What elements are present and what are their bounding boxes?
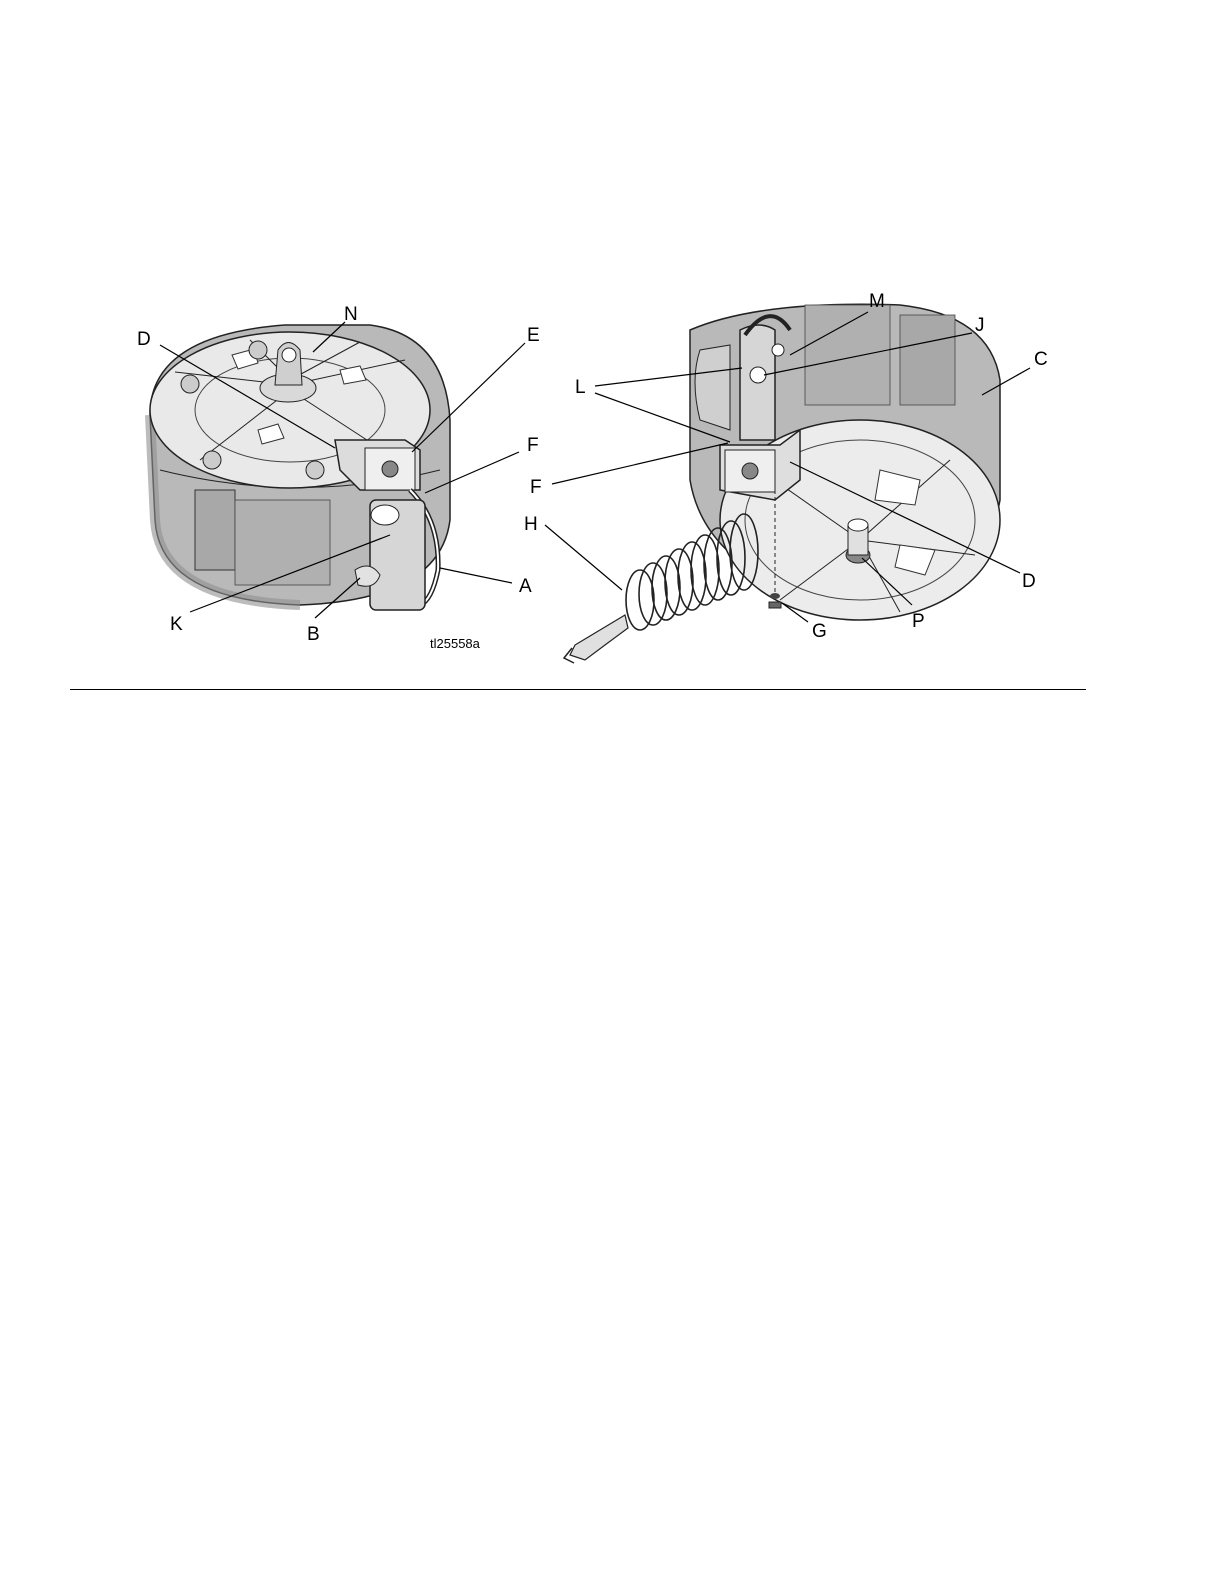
left-reel-view	[150, 325, 450, 610]
callout-f-right: F	[530, 477, 542, 498]
figure-id: tl25558a	[430, 636, 481, 651]
callout-e-left: E	[527, 325, 540, 346]
callout-l-right: L	[575, 377, 586, 398]
callout-c-right: C	[1034, 349, 1048, 370]
callout-m-right: M	[869, 291, 885, 312]
callout-b-left: B	[307, 624, 320, 645]
callout-j-right: J	[975, 315, 985, 336]
callout-g-right: G	[812, 621, 827, 642]
callout-h-right: H	[524, 514, 538, 535]
callout-a-left: A	[519, 576, 532, 597]
callout-p-right: P	[912, 611, 925, 632]
callout-n-left: N	[344, 304, 358, 325]
horizontal-rule	[70, 689, 1086, 690]
callout-f-left: F	[527, 435, 539, 456]
callout-k-left: K	[170, 614, 183, 635]
right-reel-view	[564, 304, 1000, 663]
callout-d-right: D	[1022, 571, 1036, 592]
callout-d-left: D	[137, 329, 151, 350]
parts-illustration: N D E F A K B tl25558a M J C L F H D G P	[0, 0, 1225, 700]
